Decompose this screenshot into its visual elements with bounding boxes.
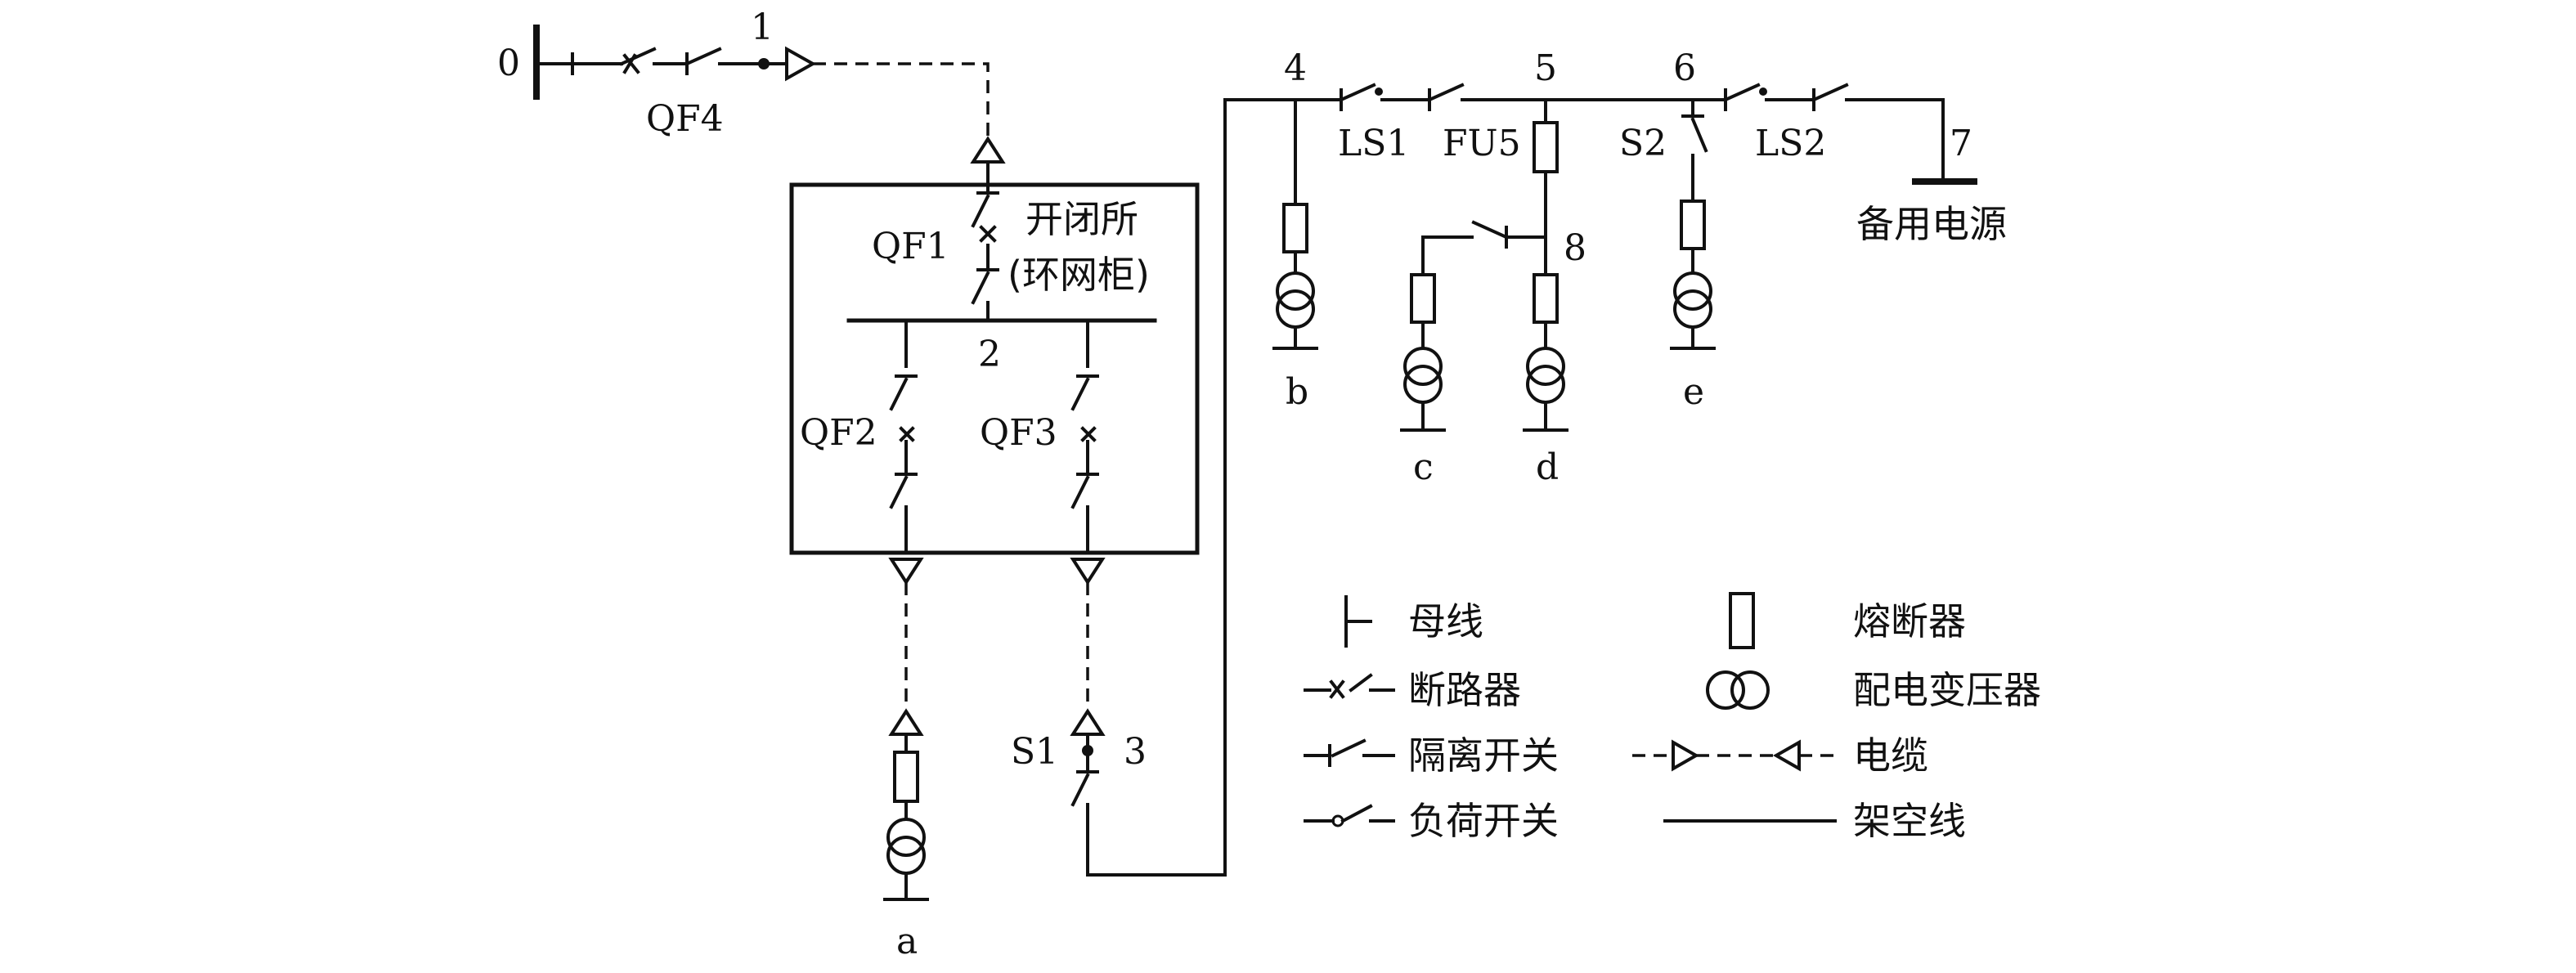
node-label-4: 4: [1284, 47, 1307, 89]
cable-terminal-qf3-out: [1070, 558, 1106, 585]
cable-terminal-s1: [1070, 708, 1106, 736]
node-label-8: 8: [1564, 227, 1586, 269]
backup-source-label: 备用电源: [1856, 202, 2007, 246]
node-label-1: 1: [751, 7, 774, 48]
node-label-5: 5: [1534, 47, 1557, 89]
node-label-0: 0: [497, 43, 520, 84]
s2-disconnector: [1681, 114, 1708, 203]
cable-terminal-qf2-out: [888, 558, 924, 585]
ls1-label: LS1: [1338, 123, 1409, 164]
legend-breaker-symbol: [1304, 673, 1395, 699]
switching-station-box: [789, 182, 1200, 555]
fuse-c: [1410, 273, 1436, 324]
qf4-label: QF4: [646, 98, 724, 140]
load-label-b: b: [1286, 371, 1308, 413]
ls2-label: LS2: [1755, 123, 1826, 164]
cable-1-to-qf1: [813, 62, 990, 137]
node-3-dot: [1082, 745, 1093, 756]
load-label-d: d: [1536, 446, 1559, 488]
legend-breaker-label: 断路器: [1408, 668, 1521, 712]
legend-cable-label: 电缆: [1853, 733, 1928, 778]
s2-label: S2: [1619, 123, 1667, 164]
transformer-a: [886, 818, 926, 875]
fuse-b: [1282, 203, 1308, 253]
legend-disconnector-symbol: [1304, 738, 1395, 767]
load-label-e: e: [1683, 371, 1704, 413]
qf3-label: QF3: [980, 412, 1057, 454]
fu5-label: FU5: [1443, 123, 1521, 164]
ls2-load-switch: [1708, 83, 1945, 182]
qf3-breaker: [1070, 319, 1099, 554]
cable-terminal-a: [888, 708, 924, 736]
fuse-fu5: [1533, 121, 1559, 173]
qf2-breaker: [889, 319, 918, 554]
s1-label: S1: [1011, 731, 1058, 773]
transformer-e: [1673, 271, 1712, 329]
source-busbar-0: [533, 25, 574, 100]
qf1-label: QF1: [872, 226, 949, 267]
node-label-6: 6: [1673, 47, 1696, 89]
legend-load-switch-symbol: [1304, 804, 1395, 827]
node-label-2: 2: [978, 334, 1001, 375]
qf2-label: QF2: [800, 412, 877, 454]
overhead-s1-to-4: [1086, 98, 1310, 877]
legend-disconnector-label: 隔离开关: [1408, 733, 1559, 778]
load-label-a: a: [896, 921, 918, 962]
transformer-b: [1276, 271, 1315, 329]
ls1-load-switch: [1339, 83, 1547, 111]
cabinet-name-line2: (环网柜): [1008, 253, 1150, 297]
legend-transformer-symbol: [1706, 670, 1770, 710]
legend-busbar-label: 母线: [1408, 599, 1483, 643]
node-label-3: 3: [1124, 731, 1147, 773]
load-label-c: c: [1413, 446, 1434, 488]
transformer-c: [1403, 347, 1443, 404]
fuse-e: [1680, 200, 1706, 250]
legend-overhead-label: 架空线: [1853, 799, 1966, 843]
branch-c-disconnector: [1421, 220, 1547, 276]
legend-transformer-label: 配电变压器: [1853, 668, 2041, 712]
legend-fuse-label: 熔断器: [1853, 599, 1966, 643]
legend-fuse-symbol: [1729, 592, 1755, 649]
qf1-breaker: [971, 160, 999, 321]
cabinet-name-line1: 开闭所: [1025, 197, 1138, 241]
legend: 母线 断路器 隔离开关 负荷开关 熔断器: [1304, 592, 2041, 843]
fuse-a: [893, 751, 919, 803]
legend-cable-symbol: [1632, 739, 1835, 772]
legend-busbar-symbol: [1344, 595, 1372, 648]
fuse-d: [1533, 273, 1559, 324]
legend-load-switch-label: 负荷开关: [1408, 799, 1559, 843]
cable-terminal-top: [785, 46, 817, 82]
node-label-7: 7: [1950, 123, 1972, 164]
transformer-d: [1526, 347, 1565, 404]
qf4-breaker-line: [571, 47, 764, 75]
s1-disconnector: [1070, 770, 1099, 877]
cable-terminal-qf1: [970, 136, 1006, 164]
